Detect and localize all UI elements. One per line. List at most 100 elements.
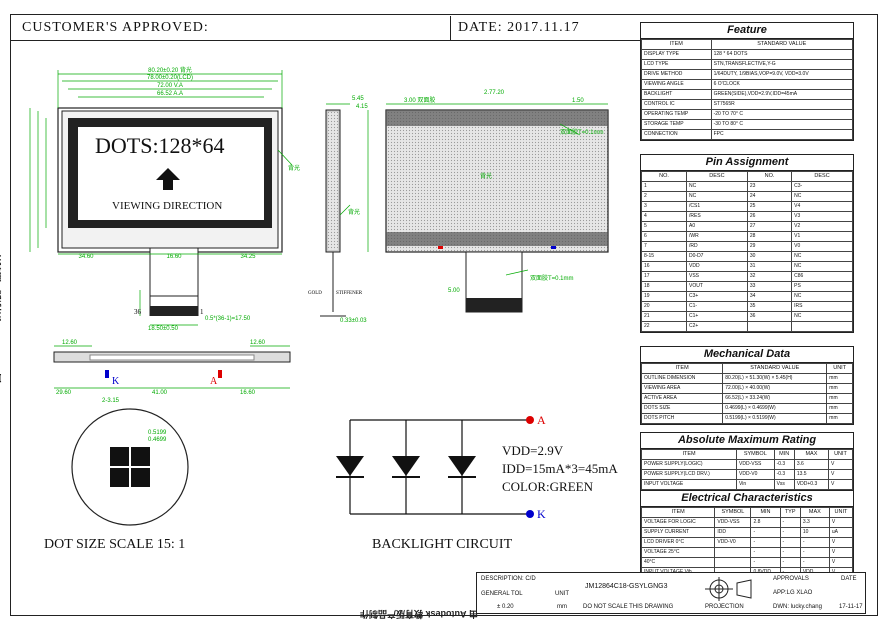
elec-cell: - — [779, 517, 801, 528]
feature-title: Feature — [641, 23, 853, 39]
elec-cell: uA — [828, 527, 854, 538]
watermark-bottom: 由 Autodesk 教育版产品制作 — [360, 609, 479, 619]
lcd-drawings: 80.20±0.20 背光 78.00±0.20(LCD) 72.00 V.A … — [29, 66, 609, 526]
dim-s3: 3.00 双面胶 — [404, 96, 435, 104]
pin-cell: NC — [791, 251, 853, 262]
mech-cell: 66.52(L) × 33.24(W) — [722, 393, 828, 404]
pin-cell: NC — [686, 181, 748, 192]
abs-cell: 3.6 — [793, 459, 829, 470]
elec-cell: VDD-V0 — [714, 537, 752, 548]
elec-cell: - — [750, 557, 781, 568]
tb-mm: mm — [557, 604, 567, 610]
dim-b5: 16.60 — [240, 390, 256, 396]
tb-proj: PROJECTION — [705, 604, 744, 610]
tb-dwn: DWN: lucky.chang — [773, 604, 822, 610]
circuit-title: BACKLIGHT CIRCUIT — [372, 537, 513, 552]
abs-cell: VDD-V0 — [736, 469, 775, 480]
pin-cell: 28 — [746, 231, 793, 242]
pin-cell: C2+ — [686, 321, 748, 332]
feature-cell: ST7565R — [710, 99, 854, 110]
mech-header: STANDARD VALUE — [722, 363, 828, 374]
customer-approved: CUSTOMER'S APPROVED: — [22, 20, 209, 35]
tb-desc: DESCRIPTION: C/D — [481, 576, 536, 582]
elec-cell: 10 — [799, 527, 830, 538]
pin-header: DESC — [686, 171, 748, 182]
elec-cell: V — [828, 537, 854, 548]
elec-cell: - — [779, 557, 801, 568]
feature-cell: LCD TYPE — [641, 59, 712, 70]
dot-scale-circle — [71, 408, 189, 526]
pin-cell: /RES — [686, 211, 748, 222]
mech-cell: OUTLINE DIMENSION — [640, 373, 724, 384]
mech-cell: mm — [826, 413, 853, 424]
up-arrow-icon — [156, 168, 180, 190]
pin-cell: V4 — [791, 201, 853, 212]
tb-tol: ± 0.20 — [497, 604, 514, 610]
feature-cell: GREEN(SIDE),VDD=2.9V,IDD=45mA — [710, 89, 854, 100]
elec-header: TYP — [779, 507, 801, 518]
pin-cell: PS — [791, 281, 853, 292]
feature-cell: FPC — [710, 129, 854, 140]
pin-cell — [791, 321, 853, 332]
feature-cell: STN,TRANSFLECTIVE,Y-G — [710, 59, 854, 70]
dot-scale-label: DOT SIZE SCALE 15: 1 — [44, 537, 186, 552]
mech-cell: 72.00(L) × 40.00(W) — [722, 383, 828, 394]
dim-d2: 16.60 — [166, 254, 182, 260]
dim-w4: 66.52 A.A — [157, 91, 183, 97]
projection-icon — [705, 577, 752, 601]
tb-unit: UNIT — [555, 591, 569, 597]
tape-label: 双面胶T=0.1mm — [530, 274, 574, 282]
feature-cell: -30 TO 80° C — [710, 119, 854, 130]
drawing-date: DATE: 2017.11.17 — [458, 20, 580, 35]
pin-cell: C86 — [791, 271, 853, 282]
pin-cell: V1 — [791, 231, 853, 242]
elec-cell: - — [799, 557, 830, 568]
drawing-frame — [10, 14, 878, 616]
elec-header: ITEM — [640, 507, 716, 518]
abs-header: UNIT — [827, 449, 854, 460]
mech-header: UNIT — [826, 363, 853, 374]
abs-cell: -0.3 — [773, 459, 795, 470]
mech-cell: mm — [826, 393, 853, 404]
pin-cell: C1- — [686, 301, 748, 312]
elec-cell: LCD DRIVER 0°C — [640, 537, 716, 548]
pin-cell: A0 — [686, 221, 748, 232]
elec-cell: VOLTAGE 25°C — [640, 547, 716, 558]
tb-approvals: APPROVALS — [773, 576, 809, 582]
tb-app: APP:LG XLAO — [773, 590, 813, 596]
pin-1: 1 — [200, 308, 204, 316]
dim-b4: 41.00 — [152, 390, 168, 396]
back-backlight: 背光 — [480, 172, 492, 180]
pin-cell: 25 — [746, 201, 793, 212]
pin-header: NO. — [746, 171, 793, 182]
circuit-a: A — [537, 413, 546, 427]
elec-cell: - — [799, 537, 830, 548]
pin-cell: VOUT — [686, 281, 748, 292]
dim-h500: 5.00 — [448, 288, 460, 294]
elec-cell: 3.3 — [799, 517, 830, 528]
mech-cell: ACTIVE AREA — [640, 393, 724, 404]
feature-cell: -20 TO 70° C — [710, 109, 854, 120]
pin-cell: NC — [791, 191, 853, 202]
backlight-label: 背光 — [288, 164, 300, 172]
abs-cell: -0.3 — [773, 469, 795, 480]
elec-cell — [714, 557, 752, 568]
elec-header: UNIT — [828, 507, 854, 518]
abs-cell: V — [827, 459, 854, 470]
